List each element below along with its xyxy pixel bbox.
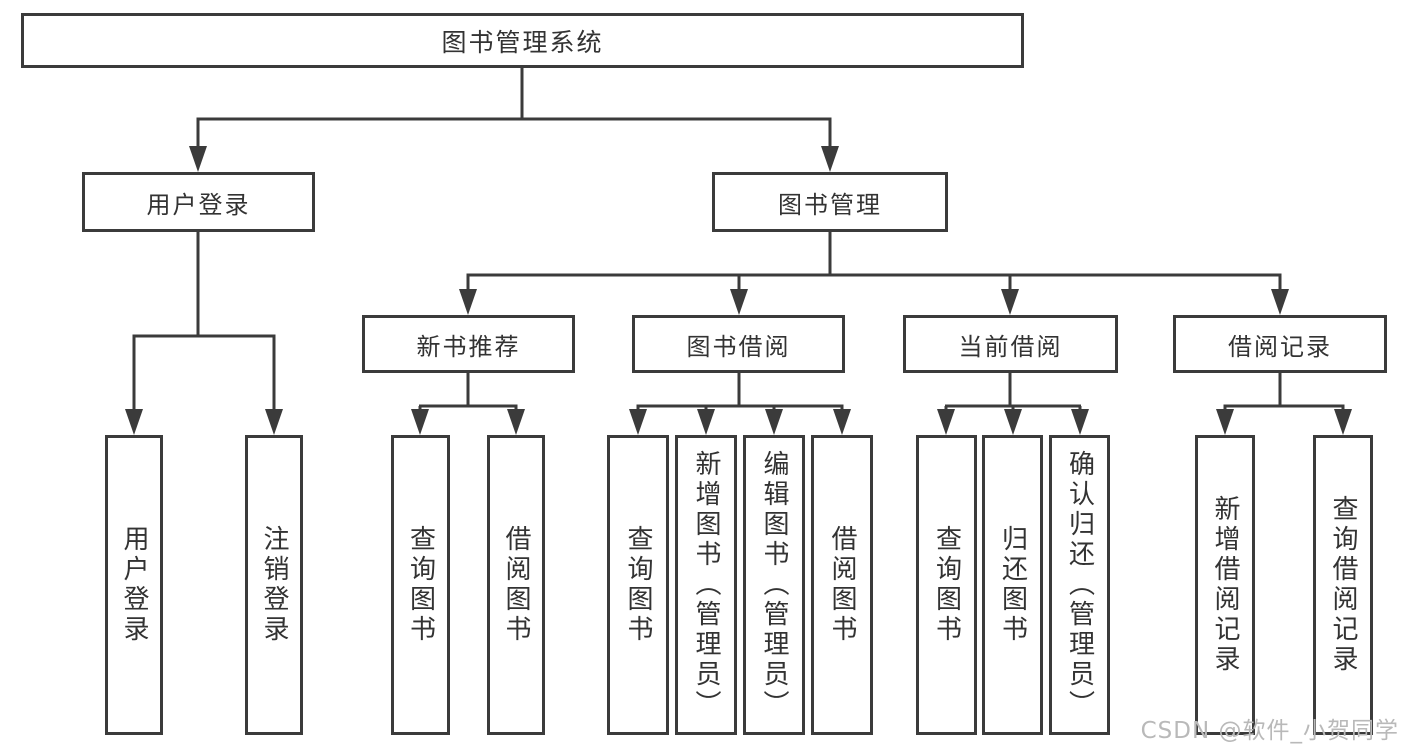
- node-book-borrow: 图书借阅: [632, 315, 845, 373]
- leaf-current-return-books: 归还图书: [982, 435, 1043, 735]
- connector-new-book-rec-to-leaves: [411, 373, 525, 435]
- node-label: 图书借阅: [686, 332, 791, 361]
- leaf-records-query-record: 查询借阅记录: [1313, 435, 1373, 735]
- node-borrow-records: 借阅记录: [1173, 315, 1387, 373]
- leaf-current-query-books: 查询图书: [916, 435, 977, 735]
- csdn-watermark: CSDN @软件_小贺同学: [1140, 718, 1399, 744]
- connector-current-borrow-to-leaves: [937, 373, 1089, 435]
- node-user-login: 用户登录: [82, 172, 315, 232]
- node-label: 当前借阅: [958, 332, 1063, 361]
- leaf-borrow-edit-books-admin: 编辑图书（管理员）: [743, 435, 805, 735]
- leaf-newbook-borrow-books: 借阅图书: [487, 435, 545, 735]
- leaf-borrow-add-books-admin: 新增图书（管理员）: [675, 435, 737, 735]
- node-label: 注销登录: [259, 525, 289, 645]
- connector-book-borrow-to-leaves: [629, 373, 851, 435]
- node-label: 查询图书: [623, 525, 653, 645]
- connector-user-login-to-leaves: [125, 232, 283, 435]
- node-label: 新书推荐: [416, 332, 521, 361]
- node-label: 查询图书: [405, 525, 436, 645]
- leaf-current-confirm-return-admin: 确认归还（管理员）: [1049, 435, 1110, 735]
- node-label: 借阅图书: [827, 525, 857, 645]
- node-label: 借阅记录: [1228, 332, 1332, 361]
- leaf-borrow-query-books: 查询图书: [607, 435, 669, 735]
- node-label: 查询借阅记录: [1328, 495, 1358, 675]
- node-book-management: 图书管理: [712, 172, 948, 232]
- node-label: 图书管理: [778, 190, 882, 219]
- node-label: 新增借阅记录: [1210, 495, 1240, 675]
- node-label: 借阅图书: [501, 525, 531, 645]
- leaf-newbook-query-books: 查询图书: [391, 435, 450, 735]
- node-label: 用户登录: [146, 190, 251, 219]
- node-new-book-recommend: 新书推荐: [362, 315, 575, 373]
- node-label: 查询图书: [931, 525, 962, 645]
- leaf-borrow-borrow-books: 借阅图书: [811, 435, 873, 735]
- leaf-logout: 注销登录: [245, 435, 303, 735]
- connector-book-mgmt-to-level2: [459, 232, 1289, 315]
- leaf-records-add-record: 新增借阅记录: [1195, 435, 1255, 735]
- node-label: 用户登录: [119, 525, 149, 645]
- node-label: 编辑图书（管理员）: [759, 450, 789, 720]
- node-root-book-management-system: 图书管理系统: [21, 13, 1024, 68]
- leaf-user-login: 用户登录: [105, 435, 163, 735]
- node-label: 图书管理系统: [441, 27, 604, 57]
- connector-borrow-records-to-leaves: [1216, 373, 1352, 435]
- connector-root-to-level1: [189, 68, 839, 172]
- node-current-borrow: 当前借阅: [903, 315, 1118, 373]
- node-label: 归还图书: [997, 525, 1028, 645]
- node-label: 新增图书（管理员）: [691, 450, 721, 720]
- node-label: 确认归还（管理员）: [1064, 450, 1095, 720]
